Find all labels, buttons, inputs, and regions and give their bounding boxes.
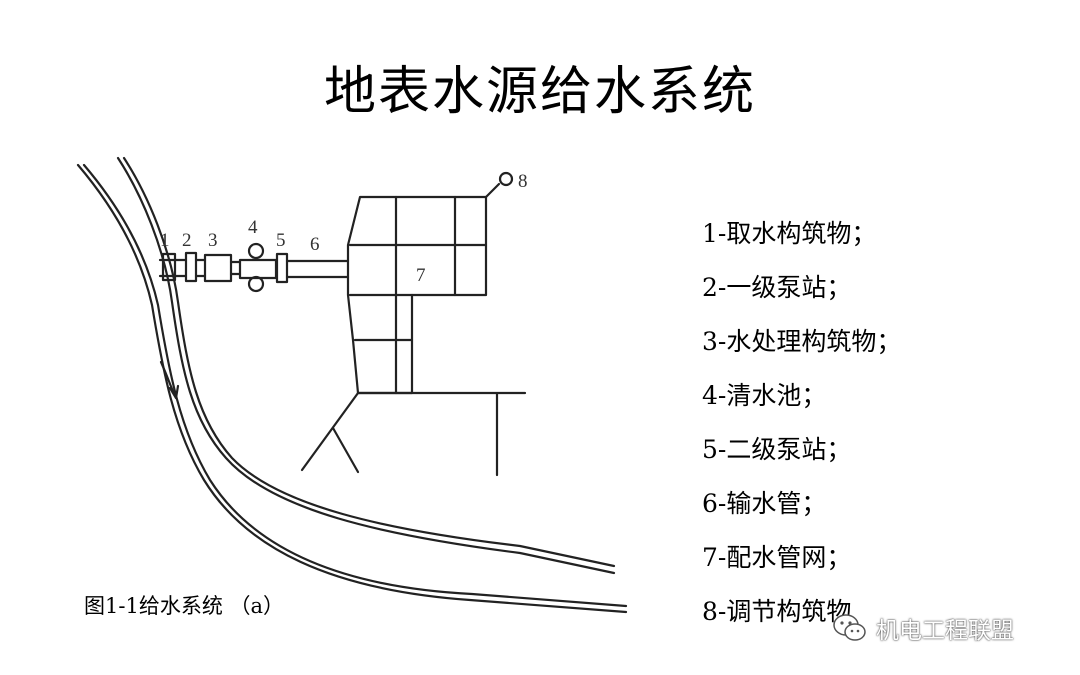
legend-item: 6-输水管； [702,489,827,518]
page-title: 地表水源给水系统 [323,62,756,122]
label-3: 3 [208,230,218,251]
river-bank-outer [76,163,628,614]
tank-top [247,242,265,260]
legend-item: 1-取水构筑物； [702,219,877,248]
river-bank-inner-2 [122,156,616,568]
figure-caption: 图1-1给水系统 （a） [84,594,285,618]
pump-station-2 [275,252,289,284]
wechat-icon [833,614,866,641]
legend-item: 3-水处理构筑物； [702,327,902,356]
network-outline [346,195,488,395]
legend-item: 5-二级泵站； [702,435,852,464]
legend-list: 1-取水构筑物； 2-一级泵站； 3-水处理构筑物； 4-清水池； 5-二级泵站… [702,212,901,644]
label-7: 7 [416,265,426,286]
intake-pipe [158,258,187,278]
flow-arrow [159,360,180,400]
river-bank-inner [116,156,616,575]
label-6: 6 [310,234,320,255]
transmission-pipe [285,259,350,279]
label-8: 8 [518,171,528,192]
label-1: 1 [160,230,170,251]
structure-1 [161,252,177,282]
tank-connector [484,182,501,199]
river-bank-outer-2 [82,163,628,608]
main-line [356,391,527,477]
legend-item: 4-清水池； [702,381,827,410]
label-2: 2 [182,230,192,251]
treatment-plant [203,253,233,283]
branch-line [300,391,360,474]
network-grid [348,195,488,395]
pipe-seg-2 [229,260,242,276]
legend-item: 2-一级泵站； [702,273,852,302]
pipe-seg [194,258,207,278]
tank-bottom [247,275,265,293]
label-5: 5 [276,230,286,251]
elevated-tank [498,171,514,187]
legend-item: 7-配水管网； [702,543,852,572]
diagram-labels: 1 2 3 4 5 6 7 8 [160,171,528,286]
watermark: 机电工程联盟 [832,610,1014,646]
watermark-text: 机电工程联盟 [876,618,1014,644]
legend-item: 8-调节构筑物 [702,597,852,626]
label-4: 4 [248,217,258,238]
clear-water-tank [238,258,278,280]
pump-station-1 [184,251,198,283]
